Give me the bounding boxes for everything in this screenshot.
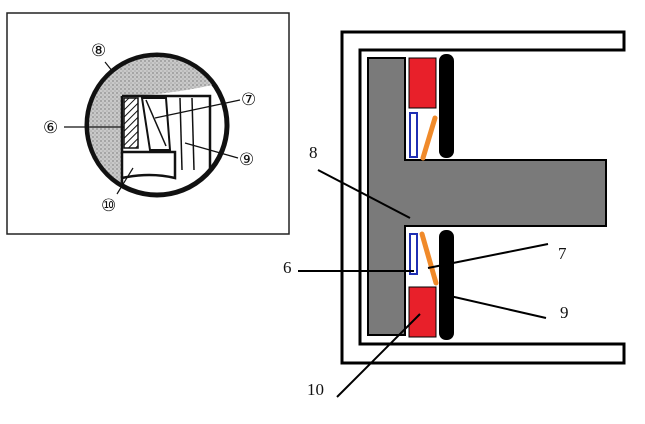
right-figure: 8 6 7 9 10 (283, 30, 626, 399)
label-6-text: 6 (283, 258, 292, 277)
callout-8-left: ⑧ (91, 41, 114, 73)
callout-10-left: ⑩ (101, 167, 134, 216)
hatched-insert (123, 97, 139, 149)
shaft-area (89, 57, 225, 193)
label-7-right: 7 (427, 243, 567, 269)
spring-bottom (419, 231, 439, 286)
insert-bottom (409, 233, 418, 275)
callout-9-text: ⑨ (239, 150, 254, 170)
callout-7-left: ⑦ (154, 90, 256, 119)
label-8-text: 8 (309, 143, 318, 162)
callout-6-left: ⑥ (43, 118, 124, 138)
label-10-right: 10 (307, 313, 421, 399)
label-9-text: 9 (560, 303, 569, 322)
label-6-right: 6 (283, 258, 414, 277)
spring-top (420, 115, 438, 161)
callout-10-text: ⑩ (101, 196, 116, 216)
callout-8-text: ⑧ (91, 41, 106, 61)
left-figure: ⑧ ⑥ ⑦ ⑨ ⑩ (6, 12, 290, 235)
shaft (367, 57, 607, 336)
housing-outer (340, 30, 626, 365)
seal-block-top (408, 57, 437, 109)
label-7-text: 7 (558, 244, 567, 263)
callout-9-left: ⑨ (184, 142, 254, 170)
callout-7-text: ⑦ (241, 90, 256, 110)
magnifier-circle (84, 52, 230, 198)
label-9-right: 9 (449, 295, 569, 322)
label-8-right: 8 (309, 143, 411, 219)
disc-bottom (439, 230, 454, 340)
label-10-text: 10 (307, 380, 324, 399)
housing-outline (120, 94, 212, 193)
disc-top (439, 54, 454, 158)
callout-6-text: ⑥ (43, 118, 58, 138)
seal-block-bottom (408, 286, 437, 338)
insert-top (409, 112, 418, 158)
